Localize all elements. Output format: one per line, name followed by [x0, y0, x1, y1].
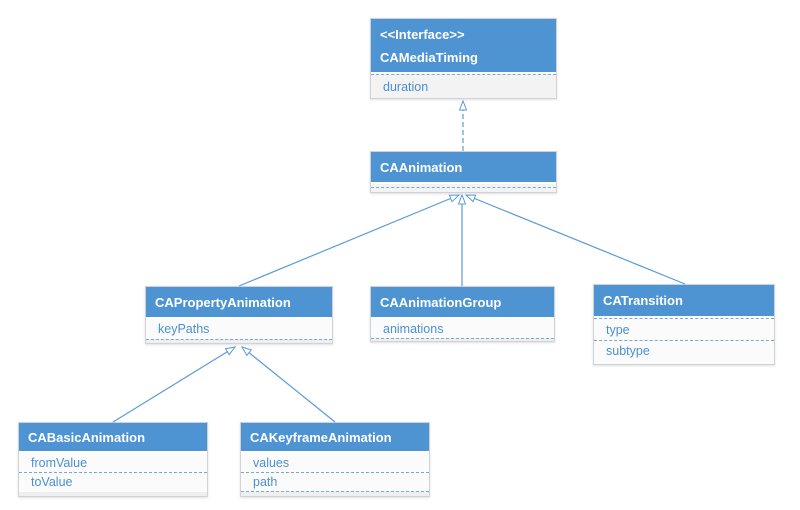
attribute-path: path — [241, 472, 429, 491]
class-name: CAAnimation — [380, 159, 463, 175]
generalization-line-cakeyframeanimation-capropertyanimation — [240, 346, 336, 423]
class-header: CATransition — [594, 285, 774, 316]
class-box-caanimation[interactable]: CAAnimation — [370, 151, 557, 193]
compartment-strip — [241, 491, 429, 496]
class-name: CAMediaTiming — [380, 49, 478, 65]
header-divider — [371, 317, 554, 319]
attribute-keypaths: keyPaths — [146, 319, 332, 339]
attribute-fromvalue: fromValue — [19, 453, 207, 472]
compartment-filler — [594, 361, 774, 364]
header-divider — [241, 451, 429, 453]
class-header: CAPropertyAnimation — [146, 287, 332, 317]
class-stereotype: <<Interface>> — [380, 26, 465, 42]
attribute-subtype: subtype — [594, 340, 774, 361]
generalization-line-cabasicanimation-capropertyanimation — [112, 346, 237, 423]
header-divider — [19, 451, 207, 453]
header-divider — [146, 317, 332, 319]
attribute-type: type — [594, 318, 774, 340]
class-box-caanimationgroup[interactable]: CAAnimationGroup animations — [370, 286, 555, 342]
class-name: CAPropertyAnimation — [155, 294, 291, 310]
compartment-strip — [146, 339, 332, 343]
class-header: CAAnimationGroup — [371, 287, 554, 317]
class-box-cabasicanimation[interactable]: CABasicAnimation fromValue toValue — [18, 422, 208, 497]
class-header: CAKeyframeAnimation — [241, 423, 429, 451]
compartment-strip — [371, 338, 554, 341]
attribute-tovalue: toValue — [19, 472, 207, 491]
attribute-animations: animations — [371, 319, 554, 338]
class-box-camediatiming[interactable]: <<Interface>> CAMediaTiming duration — [370, 18, 557, 99]
header-divider — [371, 182, 556, 184]
compartment-separator — [371, 187, 556, 188]
header-divider — [594, 316, 774, 318]
class-header: CABasicAnimation — [19, 423, 207, 451]
class-name: CAAnimationGroup — [380, 294, 502, 310]
header-divider — [371, 72, 556, 74]
class-box-capropertyanimation[interactable]: CAPropertyAnimation keyPaths — [145, 286, 333, 344]
generalization-line-catransition-caanimation — [464, 194, 686, 285]
class-header: CAAnimation — [371, 152, 556, 182]
generalization-line-capropertyanimation-caanimation — [238, 194, 461, 287]
class-name: CATransition — [603, 293, 683, 308]
empty-compartment — [371, 184, 556, 192]
class-box-catransition[interactable]: CATransition type subtype — [593, 284, 775, 365]
attribute-values: values — [241, 453, 429, 472]
class-header: <<Interface>> CAMediaTiming — [371, 19, 556, 72]
compartment-strip — [19, 491, 207, 496]
class-box-cakeyframeanimation[interactable]: CAKeyframeAnimation values path — [240, 422, 430, 497]
attribute-duration: duration — [371, 74, 556, 98]
class-name: CAKeyframeAnimation — [250, 429, 392, 445]
class-name: CABasicAnimation — [28, 429, 146, 445]
